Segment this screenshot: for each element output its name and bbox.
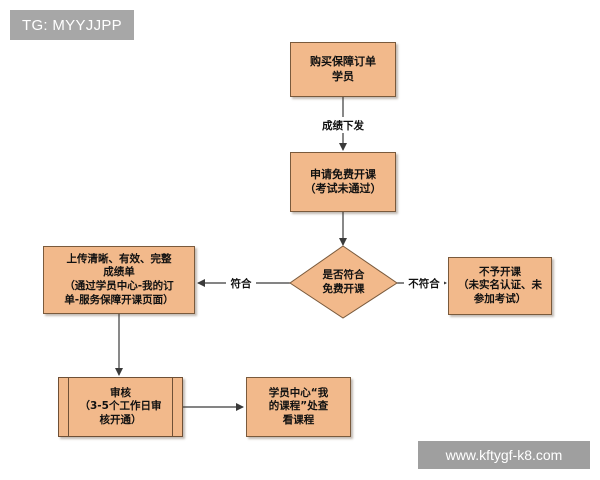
watermark-top-left-text: TG: MYYJJPP	[22, 16, 122, 34]
edge-label-not-meets: 不符合	[404, 275, 444, 291]
node-check-course: 学员中心“我 的课程”处查 看课程	[246, 377, 351, 437]
decision-diamond-shape	[289, 245, 398, 319]
watermark-bottom-right-text: www.kftygf-k8.com	[445, 447, 563, 463]
node-apply-free: 申请免费开课 （考试未通过）	[290, 152, 396, 212]
node-decision: 是否符合 免费开课	[290, 246, 397, 318]
node-apply-free-label: 申请免费开课 （考试未通过）	[304, 167, 382, 195]
node-buy-order-label: 购买保障订单 学员	[310, 55, 376, 83]
watermark-bottom-right: www.kftygf-k8.com	[418, 441, 590, 469]
node-review-label: 审核 （3-5个工作日审 核开通）	[79, 386, 162, 426]
edge-label-score-released: 成绩下发	[316, 117, 370, 133]
node-decision-label: 是否符合 免费开课	[322, 268, 365, 295]
edge-label-meets: 符合	[226, 275, 256, 291]
node-upload-label: 上传清晰、有效、完整 成绩单 （通过学员中心-我的订 单-服务保障开课页面）	[64, 252, 174, 306]
node-not-open-label: 不予开课 （未实名认证、未 参加考试）	[458, 265, 542, 305]
edge-label-score-released-text: 成绩下发	[322, 119, 364, 132]
node-check-course-label: 学员中心“我 的课程”处查 看课程	[268, 386, 329, 426]
node-upload: 上传清晰、有效、完整 成绩单 （通过学员中心-我的订 单-服务保障开课页面）	[43, 246, 195, 314]
edge-label-not-meets-text: 不符合	[408, 277, 440, 290]
watermark-top-left: TG: MYYJJPP	[10, 10, 134, 40]
node-review: 审核 （3-5个工作日审 核开通）	[58, 377, 183, 437]
node-buy-order: 购买保障订单 学员	[290, 42, 396, 97]
edge-label-meets-text: 符合	[230, 277, 252, 290]
node-not-open: 不予开课 （未实名认证、未 参加考试）	[448, 257, 552, 315]
